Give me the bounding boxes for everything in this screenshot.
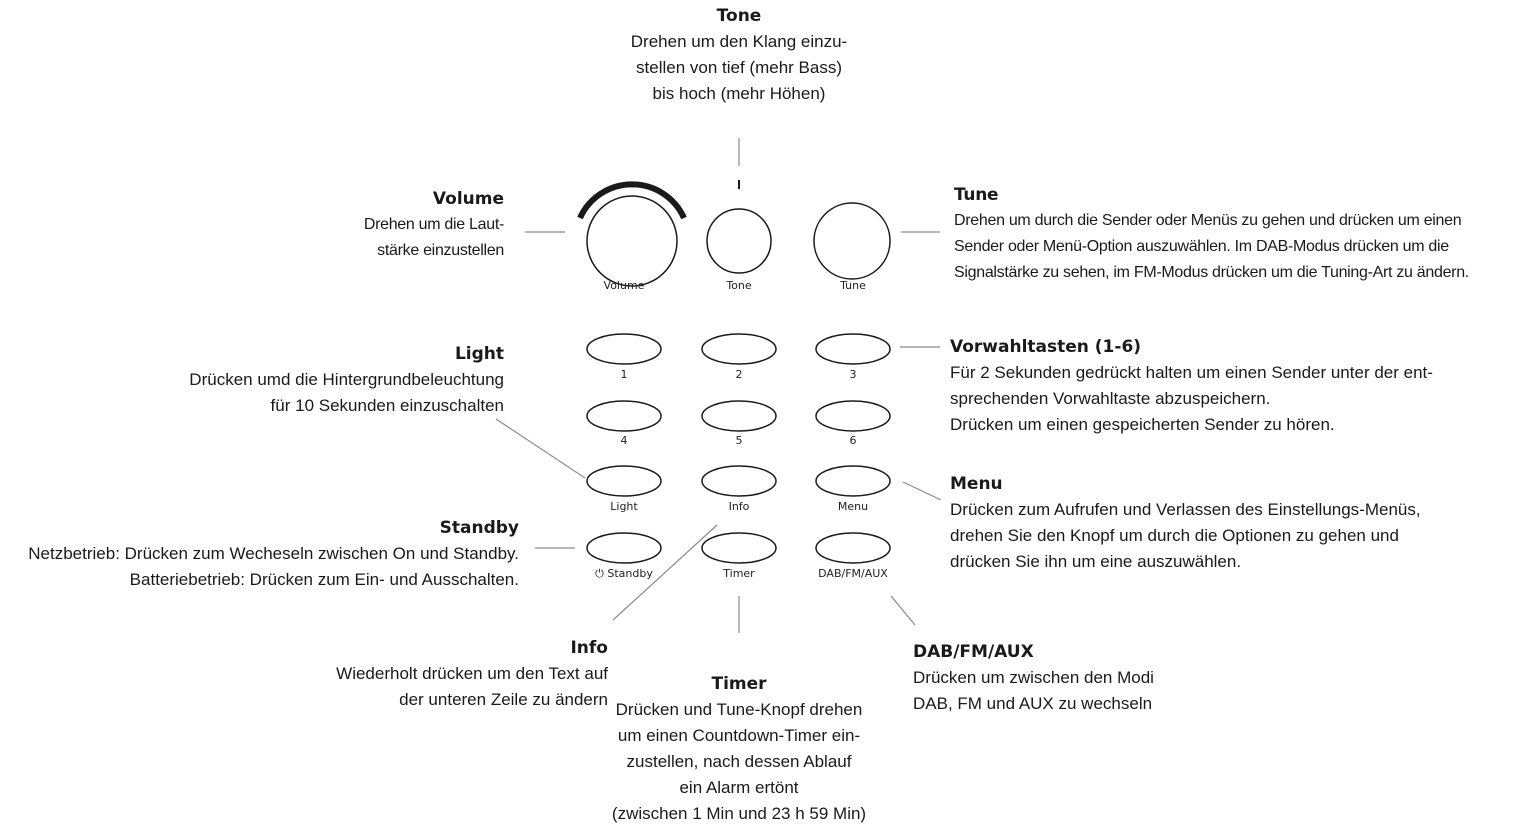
preset-6-label: 6 bbox=[849, 434, 857, 447]
menu-button-label: Menu bbox=[837, 500, 869, 513]
mode-leader bbox=[890, 595, 916, 626]
mode-annotation: DAB/FM/AUX Drücken um zwischen den Modi … bbox=[913, 639, 1253, 717]
info-annotation: Info Wiederholt drücken um den Text auf … bbox=[290, 635, 608, 713]
mode-button[interactable] bbox=[815, 532, 891, 564]
tone-knob-label: Tone bbox=[726, 279, 752, 292]
mode-title: DAB/FM/AUX bbox=[913, 642, 1034, 662]
info-leader bbox=[612, 524, 718, 621]
menu-description: Drücken zum Aufrufen und Verlassen des E… bbox=[950, 500, 1421, 571]
standby-annotation: Standby Netzbetrieb: Drücken zum Wechese… bbox=[4, 515, 519, 593]
timer-button-label: Timer bbox=[723, 567, 755, 580]
preset-3-label: 3 bbox=[849, 368, 857, 381]
leader-lines bbox=[495, 138, 942, 633]
preset-5-label: 5 bbox=[735, 434, 743, 447]
timer-button[interactable] bbox=[701, 532, 777, 564]
preset-3-button[interactable] bbox=[815, 333, 891, 365]
tune-knob[interactable] bbox=[813, 202, 891, 280]
volume-knob[interactable] bbox=[577, 181, 687, 287]
info-description: Wiederholt drücken um den Text auf der u… bbox=[336, 664, 608, 709]
volume-title: Volume bbox=[432, 189, 504, 209]
preset-2-label: 2 bbox=[735, 368, 743, 381]
mode-description: Drücken um zwischen den Modi DAB, FM und… bbox=[913, 668, 1154, 713]
preset-5-button[interactable] bbox=[701, 400, 777, 432]
timer-description: Drücken und Tune-Knopf drehen um einen C… bbox=[611, 700, 867, 823]
light-annotation: Light Drücken umd die Hintergrundbeleuch… bbox=[150, 341, 504, 419]
tone-annotation: Tone Drehen um den Klang einzu- stellen … bbox=[589, 3, 889, 107]
volume-annotation: Volume Drehen um die Laut- stärke einzus… bbox=[240, 186, 504, 264]
preset-6-button[interactable] bbox=[815, 400, 891, 432]
tune-title: Tune bbox=[954, 185, 999, 205]
light-description: Drücken umd die Hintergrundbeleuchtung f… bbox=[189, 370, 504, 415]
mode-button-label: DAB/FM/AUX bbox=[818, 567, 888, 580]
info-title: Info bbox=[570, 638, 608, 658]
tune-description: Drehen um durch die Sender oder Menüs zu… bbox=[954, 212, 1469, 281]
timer-annotation: Timer Drücken und Tune-Knopf drehen um e… bbox=[604, 671, 874, 827]
preset-2-button[interactable] bbox=[701, 333, 777, 365]
preset-4-label: 4 bbox=[620, 434, 628, 447]
standby-description: Netzbetrieb: Drücken zum Wecheseln zwisc… bbox=[28, 544, 519, 589]
light-button-label: Light bbox=[610, 500, 638, 513]
info-button-label: Info bbox=[728, 500, 750, 513]
info-button[interactable] bbox=[701, 465, 777, 497]
tone-title: Tone bbox=[716, 6, 762, 26]
presets-title: Vorwahltasten (1-6) bbox=[950, 337, 1142, 357]
volume-description: Drehen um die Laut- stärke einzustellen bbox=[363, 216, 504, 259]
menu-leader bbox=[902, 481, 942, 501]
tone-description: Drehen um den Klang einzu- stellen von t… bbox=[630, 32, 848, 103]
preset-1-button[interactable] bbox=[586, 333, 662, 365]
tune-annotation: Tune Drehen um durch die Sender oder Men… bbox=[954, 182, 1520, 286]
volume-knob-label: Volume bbox=[603, 279, 645, 292]
light-title: Light bbox=[454, 344, 504, 364]
standby-title: Standby bbox=[439, 518, 519, 538]
presets-annotation: Vorwahltasten (1-6) Für 2 Sekunden gedrü… bbox=[950, 334, 1520, 438]
tone-knob[interactable] bbox=[706, 208, 772, 274]
timer-title: Timer bbox=[711, 674, 767, 694]
volume-level-arc bbox=[577, 181, 687, 220]
standby-button-label: ⏻ Standby bbox=[595, 567, 653, 580]
presets-description: Für 2 Sekunden gedrückt halten um einen … bbox=[950, 363, 1433, 434]
standby-button[interactable] bbox=[586, 532, 662, 564]
menu-title: Menu bbox=[950, 474, 1003, 494]
preset-1-label: 1 bbox=[620, 368, 628, 381]
light-button[interactable] bbox=[586, 465, 662, 497]
tune-knob-label: Tune bbox=[840, 279, 866, 292]
menu-button[interactable] bbox=[815, 465, 891, 497]
menu-annotation: Menu Drücken zum Aufrufen und Verlassen … bbox=[950, 471, 1520, 575]
light-leader bbox=[495, 418, 586, 479]
preset-4-button[interactable] bbox=[586, 400, 662, 432]
